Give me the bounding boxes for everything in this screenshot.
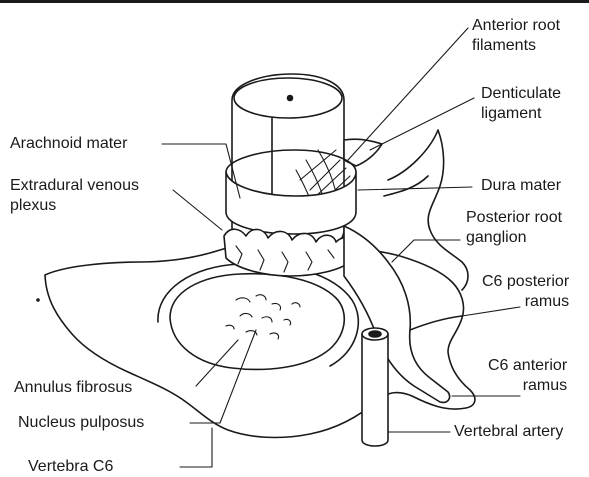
label-c6-anterior-ramus: C6 anterior ramus: [488, 356, 567, 396]
label-extradural-venous-plexus: Extradural venous plexus: [10, 176, 139, 216]
label-c6-posterior-ramus-line1: C6 posterior: [482, 272, 569, 292]
label-anterior-root-filaments-line1: Anterior root: [472, 16, 560, 36]
label-denticulate-ligament: Denticulate ligament: [481, 84, 561, 124]
label-posterior-root-ganglion-line2: ganglion: [466, 228, 562, 248]
label-denticulate-ligament-line1: Denticulate: [481, 84, 561, 104]
label-vertebral-artery: Vertebral artery: [454, 422, 563, 442]
label-posterior-root-ganglion: Posterior root ganglion: [466, 208, 562, 248]
label-c6-posterior-ramus-line2: ramus: [482, 292, 569, 312]
label-posterior-root-ganglion-line1: Posterior root: [466, 208, 562, 228]
label-vertebra-c6: Vertebra C6: [28, 457, 113, 477]
label-extradural-venous-plexus-line2: plexus: [10, 196, 139, 216]
label-c6-posterior-ramus: C6 posterior ramus: [482, 272, 569, 312]
label-annulus-fibrosus: Annulus fibrosus: [14, 378, 132, 398]
label-extradural-venous-plexus-line1: Extradural venous: [10, 176, 139, 196]
label-dura-mater: Dura mater: [481, 176, 561, 196]
disc-surface: [170, 274, 344, 370]
label-anterior-root-filaments-line2: filaments: [472, 36, 560, 56]
label-anterior-root-filaments: Anterior root filaments: [472, 16, 560, 56]
label-nucleus-pulposus: Nucleus pulposus: [18, 413, 144, 433]
label-c6-anterior-ramus-line2: ramus: [488, 376, 567, 396]
vertebral-artery: [362, 334, 388, 446]
label-denticulate-ligament-line2: ligament: [481, 104, 561, 124]
label-arachnoid-mater: Arachnoid mater: [10, 134, 127, 154]
label-c6-anterior-ramus-line1: C6 anterior: [488, 356, 567, 376]
